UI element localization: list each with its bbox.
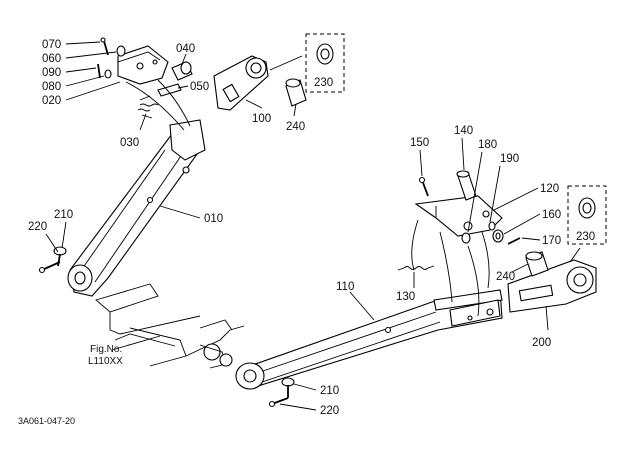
spring-030[interactable] <box>137 95 159 119</box>
callout-240-right: 240 <box>496 271 515 283</box>
callout-230-left: 230 <box>314 77 333 89</box>
lower-link-110[interactable] <box>235 289 503 390</box>
pin-210-left[interactable] <box>53 246 67 267</box>
washer-080[interactable] <box>104 69 112 79</box>
pin-040[interactable] <box>171 61 193 81</box>
callout-090: 090 <box>42 67 61 79</box>
callout-080: 080 <box>42 81 61 93</box>
callout-190: 190 <box>500 153 519 165</box>
leader-lines <box>45 41 549 411</box>
fig-ref-line2: L110XX <box>88 356 123 367</box>
callout-170: 170 <box>542 235 561 247</box>
callout-210-right: 210 <box>320 385 339 397</box>
lynch-pin-220-right[interactable] <box>268 397 289 408</box>
callout-100: 100 <box>252 113 271 125</box>
bushing-240-left[interactable] <box>285 78 307 107</box>
washer-160[interactable] <box>492 229 504 243</box>
bracket-120[interactable] <box>414 195 503 237</box>
callout-060: 060 <box>42 53 61 65</box>
dust-seal-230-right-box[interactable] <box>567 185 607 245</box>
callout-220-left: 220 <box>28 221 47 233</box>
callout-180: 180 <box>478 139 497 151</box>
callout-070: 070 <box>42 39 61 51</box>
callout-labels: 070 060 090 080 020 040 050 030 100 240 … <box>18 39 595 426</box>
washer-180[interactable] <box>461 232 471 244</box>
callout-120: 120 <box>540 183 559 195</box>
dust-seal-230-left-box[interactable] <box>305 33 345 93</box>
end-link-100[interactable] <box>213 55 269 111</box>
callout-150: 150 <box>410 137 429 149</box>
bushing-240-right[interactable] <box>525 251 549 277</box>
callout-230-right: 230 <box>576 231 595 243</box>
pin-070[interactable] <box>100 37 109 56</box>
pin-150[interactable] <box>418 176 429 197</box>
callout-030: 030 <box>120 137 139 149</box>
washer-060[interactable] <box>116 45 126 57</box>
bracket-020[interactable] <box>117 45 169 85</box>
pin-090[interactable] <box>97 63 101 79</box>
tractor-frame <box>95 283 245 369</box>
callout-140: 140 <box>454 125 473 137</box>
callout-240-left: 240 <box>286 121 305 133</box>
callout-110: 110 <box>336 281 354 293</box>
callout-210-left: 210 <box>54 209 73 221</box>
callout-050: 050 <box>190 81 209 93</box>
callout-040: 040 <box>176 43 195 55</box>
fig-ref-line1: Fig.No. <box>90 344 122 355</box>
pin-210-right[interactable] <box>281 377 295 398</box>
callout-020: 020 <box>42 95 61 107</box>
lower-link-010[interactable] <box>67 119 206 297</box>
callout-160: 160 <box>542 209 561 221</box>
callout-010: 010 <box>204 213 223 225</box>
spring-130[interactable] <box>397 265 435 271</box>
pin-170[interactable] <box>507 237 521 245</box>
callout-200: 200 <box>532 337 551 349</box>
washer-190[interactable] <box>488 221 496 231</box>
callout-220-right: 220 <box>320 405 339 417</box>
lynch-pin-220-left[interactable] <box>38 261 61 274</box>
end-link-200[interactable] <box>507 259 597 313</box>
bolt-050[interactable] <box>157 83 182 97</box>
callout-130: 130 <box>396 291 415 303</box>
pin-140[interactable] <box>456 170 477 201</box>
drawing-number: 3A061-047-20 <box>18 416 75 426</box>
